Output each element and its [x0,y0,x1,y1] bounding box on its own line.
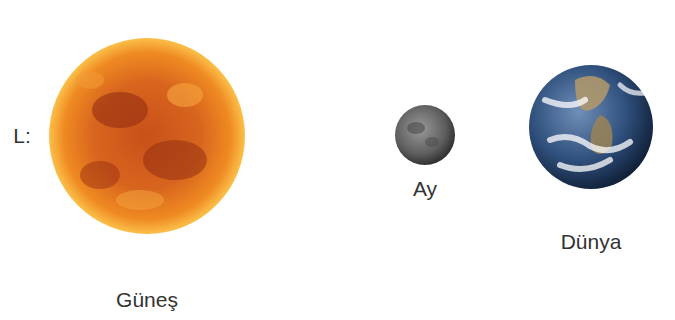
object-label: Dünya [561,229,622,254]
earth-picture [529,65,653,189]
sun-picture [49,38,245,234]
figure-letter: L: [13,123,31,148]
moon-picture [395,105,455,165]
object-label: Güneş [116,287,178,312]
object-label: Ay [413,176,437,201]
